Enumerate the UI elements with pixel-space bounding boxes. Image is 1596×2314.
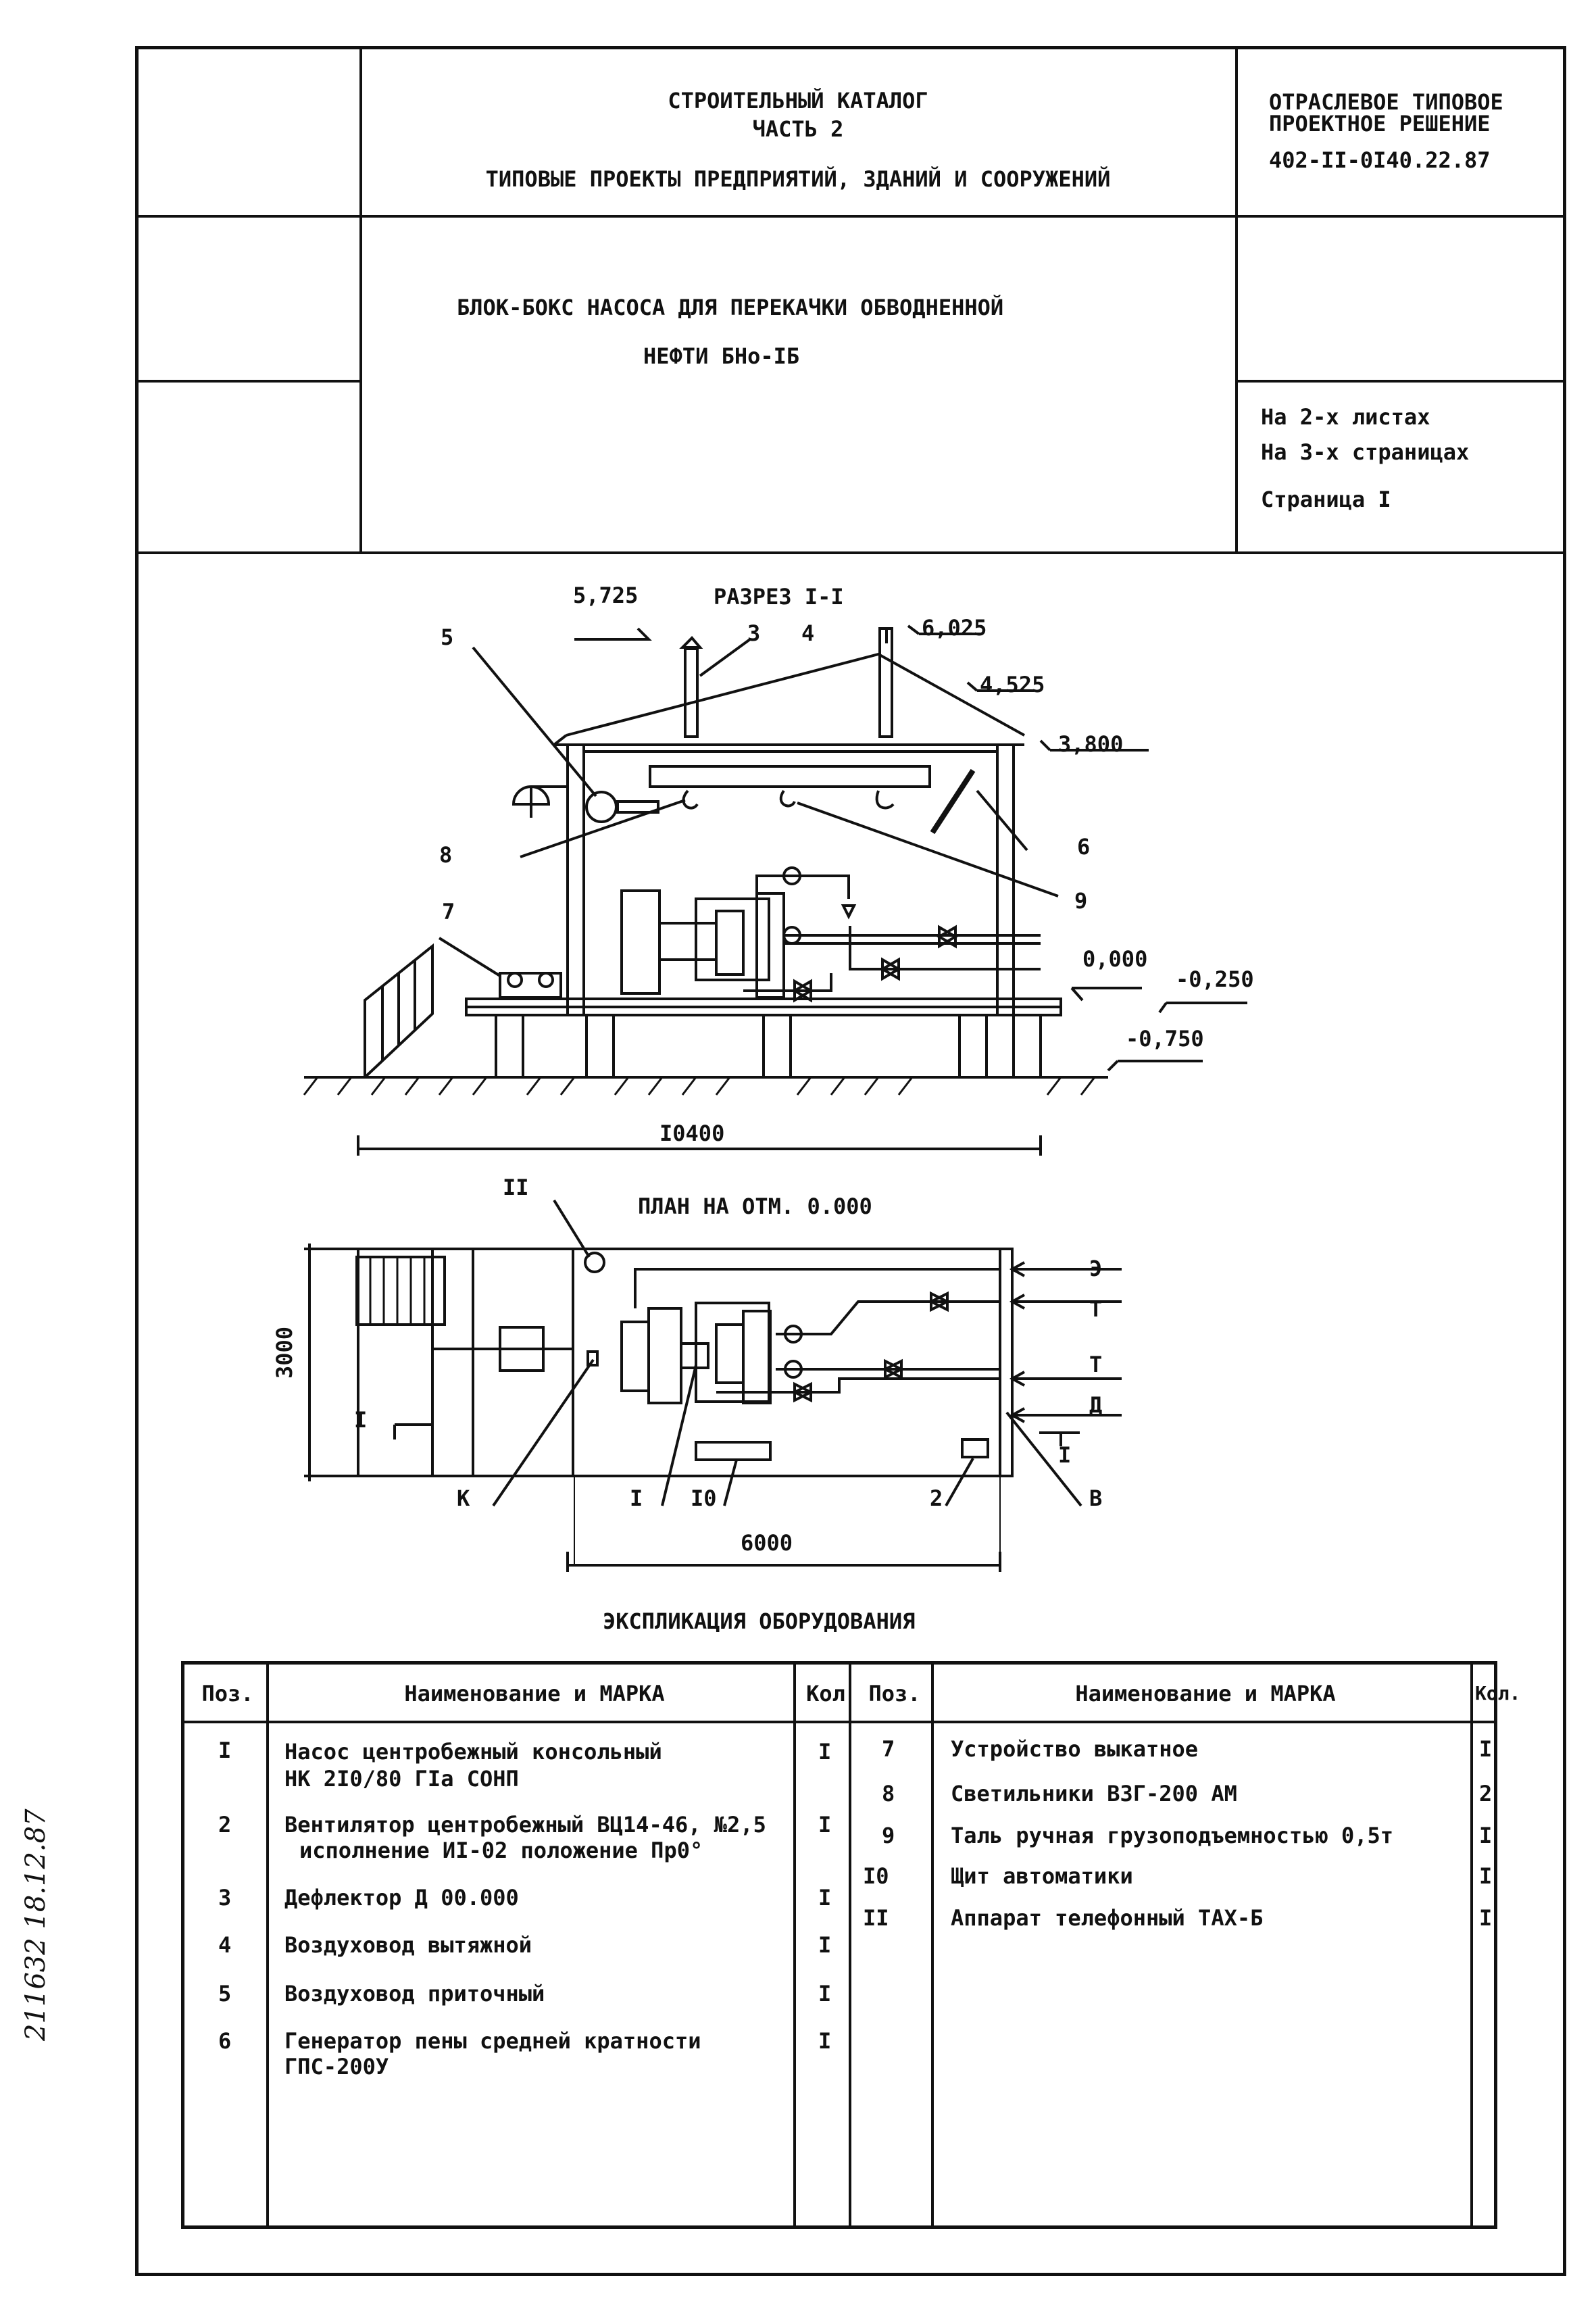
margin-note: 211632 18.12.87 xyxy=(20,1808,51,2041)
right-row-4-name: Щит автоматики xyxy=(951,1863,1133,1889)
spec-table: Поз. Наименование и МАРКА Кол Поз. Наиме… xyxy=(181,1661,1520,2229)
left-row-4-name: Воздуховод вытяжной xyxy=(284,1932,532,1958)
sheets-count: На 2-х листах xyxy=(1261,404,1430,430)
callout-9: 9 xyxy=(1074,888,1088,914)
document-title-2: НЕФТИ БНо-IБ xyxy=(643,343,800,369)
header-name-left: Наименование и МАРКА xyxy=(404,1681,665,1706)
right-row-2-pos: 8 xyxy=(882,1781,895,1806)
right-row-1-pos: 7 xyxy=(882,1736,895,1762)
pages-count: На 3-х страницах xyxy=(1261,439,1470,465)
callout-4: 4 xyxy=(801,620,815,646)
solution-type-2: ПРОЕКТНОЕ РЕШЕНИЕ xyxy=(1269,111,1491,137)
plan-callout-k: K xyxy=(457,1485,470,1511)
left-row-4-qty: I xyxy=(818,1932,832,1958)
section-drawing xyxy=(303,624,1247,1156)
left-row-1-pos: I xyxy=(218,1738,232,1763)
header-rule-2 xyxy=(135,380,361,383)
left-row-5-pos: 5 xyxy=(218,1981,232,2007)
plan-section-mark-right: I xyxy=(1058,1442,1072,1468)
header-qty-right: Кол. xyxy=(1475,1682,1521,1704)
page-number: Страница I xyxy=(1261,487,1391,512)
catalog-title: СТРОИТЕЛЬНЫЙ КАТАЛОГ xyxy=(668,88,928,114)
left-row-2-name2: исполнение ИI-02 положение Пр0° xyxy=(299,1838,703,1863)
right-row-5-name: Аппарат телефонный ТАХ-Б xyxy=(951,1905,1264,1931)
right-row-1-qty: I xyxy=(1479,1736,1493,1762)
callout-5: 5 xyxy=(441,624,454,650)
flow-d: Д xyxy=(1089,1392,1103,1418)
sheet-frame xyxy=(135,46,1566,2276)
right-row-1-name: Устройство выкатное xyxy=(951,1736,1199,1762)
elevation-4525: 4,525 xyxy=(980,672,1045,697)
left-row-6-name2: ГПС-200У xyxy=(284,2054,389,2079)
left-row-3-name: Дефлектор Д 00.000 xyxy=(284,1885,519,1911)
left-row-2-name: Вентилятор центробежный ВЦ14-46, №2,5 xyxy=(284,1812,766,1838)
right-row-2-qty: 2 xyxy=(1479,1781,1493,1806)
section-title: РАЗРЕЗ I-I xyxy=(714,584,844,610)
left-row-5-name: Воздуховод приточный xyxy=(284,1981,545,2007)
elevation-minus-0750: -0,750 xyxy=(1126,1026,1204,1052)
header-rule-3 xyxy=(1235,380,1566,383)
plan-drawing xyxy=(304,1199,1122,1572)
catalog-subtitle: ТИПОВЫЕ ПРОЕКТЫ ПРЕДПРИЯТИЙ, ЗДАНИЙ И СО… xyxy=(485,166,1111,192)
right-row-3-pos: 9 xyxy=(882,1823,895,1848)
right-row-3-qty: I xyxy=(1479,1823,1493,1848)
plan-callout-1: I xyxy=(630,1485,643,1511)
plan-callout-11: II xyxy=(503,1175,529,1200)
document-title-1: БЛОК-БОКС НАСОСА ДЛЯ ПЕРЕКАЧКИ ОБВОДНЕНН… xyxy=(457,295,1004,320)
left-row-2-pos: 2 xyxy=(218,1812,232,1838)
left-row-3-qty: I xyxy=(818,1885,832,1911)
left-row-5-qty: I xyxy=(818,1981,832,2007)
left-row-1-name2: НК 2I0/80 ГIа СОНП xyxy=(284,1766,519,1792)
section-length: I0400 xyxy=(659,1121,725,1146)
left-row-3-pos: 3 xyxy=(218,1885,232,1911)
flow-t2: Т xyxy=(1089,1352,1103,1377)
header-divider-left xyxy=(359,46,362,553)
header-rule-4 xyxy=(135,551,1566,554)
plan-title: ПЛАН НА ОТМ. 0.000 xyxy=(638,1193,872,1219)
elevation-3800: 3,800 xyxy=(1058,731,1124,757)
right-row-4-qty: I xyxy=(1479,1863,1493,1889)
callout-3: 3 xyxy=(747,620,761,646)
catalog-part: ЧАСТЬ 2 xyxy=(752,116,844,142)
left-row-1-qty: I xyxy=(818,1739,832,1765)
solution-code: 402-II-0I40.22.87 xyxy=(1269,147,1491,173)
elevation-6025: 6,025 xyxy=(922,615,987,641)
left-row-2-qty: I xyxy=(818,1812,832,1838)
left-row-6-pos: 6 xyxy=(218,2028,232,2054)
header-divider-right xyxy=(1235,46,1238,553)
plan-callout-2: 2 xyxy=(930,1485,943,1511)
elevation-0000: 0,000 xyxy=(1082,946,1148,972)
right-row-4-pos: I0 xyxy=(863,1863,889,1889)
left-row-1-name: Насос центробежный консольный xyxy=(284,1739,662,1765)
right-row-3-name: Таль ручная грузоподъемностью 0,5т xyxy=(951,1823,1394,1848)
left-row-6-qty: I xyxy=(818,2028,832,2054)
solution-type-1: ОТРАСЛЕВОЕ ТИПОВОЕ xyxy=(1269,89,1503,115)
callout-6: 6 xyxy=(1077,834,1091,860)
left-row-4-pos: 4 xyxy=(218,1932,232,1958)
plan-section-mark-left: I xyxy=(354,1407,368,1433)
elevation-5725: 5,725 xyxy=(573,583,639,608)
elevation-minus-0250: -0,250 xyxy=(1176,966,1254,992)
right-row-2-name: Светильники ВЗГ-200 АМ xyxy=(951,1781,1237,1806)
plan-length: 6000 xyxy=(741,1530,793,1556)
flow-t1: Т xyxy=(1089,1296,1103,1322)
plan-callout-10: I0 xyxy=(691,1485,717,1511)
callout-8: 8 xyxy=(439,842,453,868)
header-pos-right: Поз. xyxy=(868,1681,921,1706)
right-row-5-pos: II xyxy=(863,1905,889,1931)
spec-title: ЭКСПЛИКАЦИЯ ОБОРУДОВАНИЯ xyxy=(603,1608,916,1634)
callout-7: 7 xyxy=(442,899,455,925)
flow-e: Э xyxy=(1089,1256,1103,1281)
left-row-6-name: Генератор пены средней кратности xyxy=(284,2028,701,2054)
plan-callout-b: B xyxy=(1089,1485,1103,1511)
right-row-5-qty: I xyxy=(1479,1905,1493,1931)
header-qty-left: Кол xyxy=(806,1681,845,1706)
header-name-right: Наименование и МАРКА xyxy=(1075,1681,1336,1706)
plan-width: 3000 xyxy=(272,1326,297,1379)
header-rule-1 xyxy=(135,215,1566,218)
spec-table-grid xyxy=(181,1661,1497,2229)
header-pos-left: Поз. xyxy=(201,1681,254,1706)
